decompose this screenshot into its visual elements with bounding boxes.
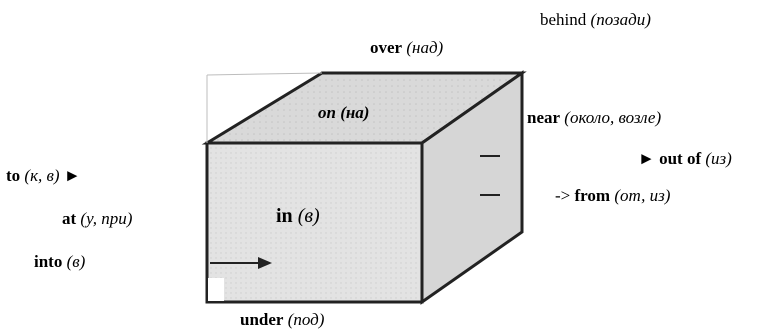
cube-front-face: [205, 141, 424, 304]
front-face-translation: (в): [297, 205, 320, 227]
from-arrow-icon: ->: [555, 186, 571, 205]
front-face-label: in (в): [276, 206, 320, 226]
into-arrow-head: [258, 257, 272, 269]
out-of-arrow-icon: ►: [638, 149, 655, 168]
label-to: to (к, в) ►: [6, 166, 81, 185]
to-arrow-icon: ►: [63, 166, 81, 185]
label-behind: behind (позади): [540, 10, 651, 29]
label-under: under (под): [240, 310, 325, 329]
label-at: at (у, при): [62, 209, 133, 228]
label-out-of: ► out of (из): [638, 149, 732, 168]
label-from: -> from (от, из): [555, 186, 671, 205]
top-face-label: on (на): [318, 103, 370, 122]
label-into: into (в): [34, 252, 86, 271]
front-face-word: in: [276, 205, 293, 227]
label-near: near (около, возле): [527, 108, 662, 127]
cube-opening: [208, 278, 224, 301]
label-over: over (над): [370, 38, 444, 57]
